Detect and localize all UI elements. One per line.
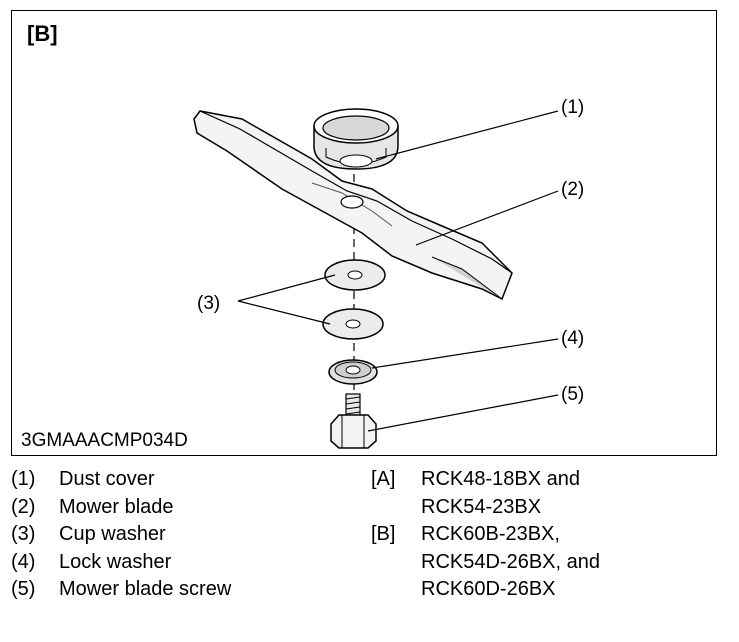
part-number: (5) <box>11 578 36 600</box>
figure-code: 3GMAAACMP034D <box>21 430 188 451</box>
part-name: Mower blade <box>59 496 174 518</box>
cup-washer-lower <box>322 308 384 340</box>
figure-label: [B] <box>27 21 58 46</box>
callout-1: (1) <box>561 97 584 118</box>
part-number: (4) <box>11 551 36 573</box>
part-name: Dust cover <box>59 468 155 490</box>
callout-3: (3) <box>197 293 220 314</box>
callout-4: (4) <box>561 328 584 349</box>
dust-cover <box>313 108 399 170</box>
part-number: (2) <box>11 496 36 518</box>
model-line: RCK54D-26BX, and <box>421 551 600 573</box>
mower-blade-diagram: (1) (2) (3) (4) (5) <box>193 97 584 449</box>
leader-line-5 <box>367 394 559 432</box>
part-name: Mower blade screw <box>59 578 232 600</box>
part-name: Lock washer <box>59 551 172 573</box>
lock-washer <box>328 359 378 385</box>
model-tag: [A] <box>371 468 396 490</box>
model-line: RCK54-23BX <box>421 496 542 518</box>
part-number: (1) <box>11 468 36 490</box>
model-line: RCK48-18BX and <box>421 468 580 490</box>
model-line: RCK60D-26BX <box>421 578 556 600</box>
model-line: RCK60B-23BX, <box>421 523 560 545</box>
mower-blade <box>193 110 513 301</box>
leader-line-3a <box>237 274 336 302</box>
callout-5: (5) <box>561 384 584 405</box>
part-number: (3) <box>11 523 36 545</box>
leader-line-4 <box>371 338 559 369</box>
figure-frame: [B] 3GMAAACMP034D <box>11 10 717 456</box>
cup-washer-upper <box>324 259 386 291</box>
mower-blade-screw <box>330 393 377 449</box>
model-tag: [B] <box>371 523 396 545</box>
leader-line-3b <box>237 300 331 325</box>
part-name: Cup washer <box>59 523 166 545</box>
leader-line-1 <box>375 110 559 160</box>
leader-line-2 <box>415 190 559 246</box>
callout-2: (2) <box>561 179 584 200</box>
